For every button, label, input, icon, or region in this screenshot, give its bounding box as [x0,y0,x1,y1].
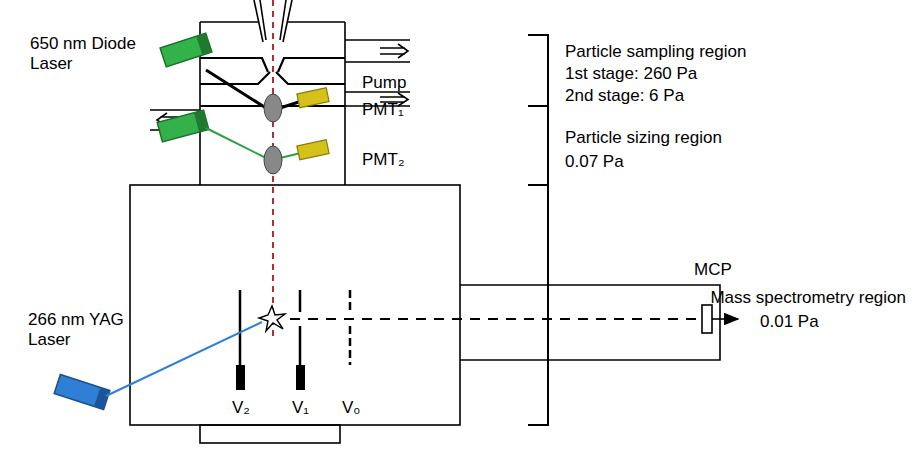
pressure-label: 2nd stage: 6 Pa [565,86,684,106]
region-label: Mass spectrometry region [710,288,906,308]
pressure-label: 0.07 Pa [565,152,624,172]
electrode-label: V₁ [292,398,309,418]
detector-label: MCP [694,260,732,280]
laser-label: 650 nm Diode Laser [30,34,150,74]
electrode-label: V₂ [232,398,250,418]
electrode-label: V₀ [342,398,360,418]
region-label: Particle sampling region [565,42,746,62]
detector-label: PMT₂ [362,150,404,170]
pressure-label: 0.01 Pa [760,312,819,332]
detector-label: PMT₁ [362,100,404,120]
laser-label: 266 nm YAG Laser [28,310,138,350]
pressure-label: 1st stage: 260 Pa [565,64,697,84]
pump-label: Pump [362,73,406,93]
region-label: Particle sizing region [565,128,722,148]
